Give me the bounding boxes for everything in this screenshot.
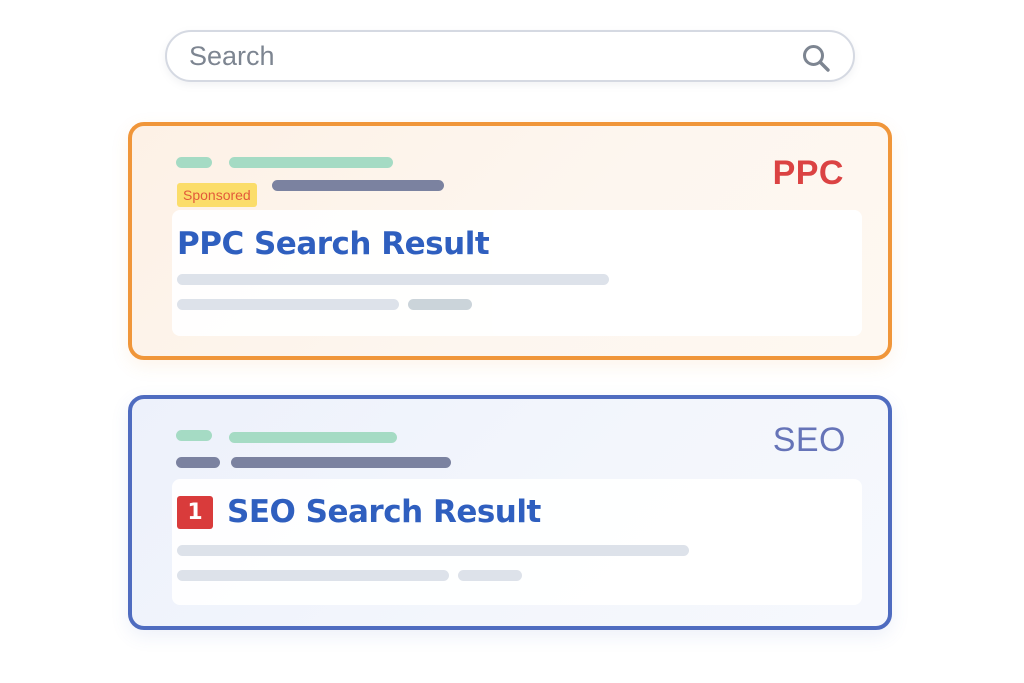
ppc-snippet-line-2 (177, 299, 399, 310)
seo-snippet-line-1 (177, 545, 689, 556)
ppc-result-card[interactable]: Sponsored PPC PPC Search Result (128, 122, 892, 360)
ppc-snippet-line-1 (177, 274, 609, 285)
ppc-result-title[interactable]: PPC Search Result (177, 226, 490, 262)
seo-url-bar (229, 432, 397, 443)
seo-label: SEO (772, 421, 846, 459)
ppc-url-bar (229, 157, 393, 168)
sponsored-badge: Sponsored (177, 183, 257, 207)
ppc-breadcrumb-bar (272, 180, 444, 191)
ppc-inner-panel-wide (492, 210, 862, 336)
search-input[interactable] (189, 32, 779, 80)
rank-badge: 1 (177, 496, 213, 529)
ppc-url-dot (176, 157, 212, 168)
seo-snippet-line-3 (458, 570, 522, 581)
search-icon[interactable] (801, 43, 831, 73)
seo-url-dot (176, 430, 212, 441)
seo-result-title[interactable]: SEO Search Result (227, 494, 541, 530)
seo-snippet-line-2 (177, 570, 449, 581)
seo-breadcrumb-dot (176, 457, 220, 468)
search-bar[interactable] (165, 30, 855, 82)
seo-result-card[interactable]: SEO 1 SEO Search Result (128, 395, 892, 630)
seo-inner-panel (172, 479, 862, 605)
seo-breadcrumb-bar (231, 457, 451, 468)
ppc-snippet-line-3 (408, 299, 472, 310)
ppc-label: PPC (772, 154, 844, 192)
